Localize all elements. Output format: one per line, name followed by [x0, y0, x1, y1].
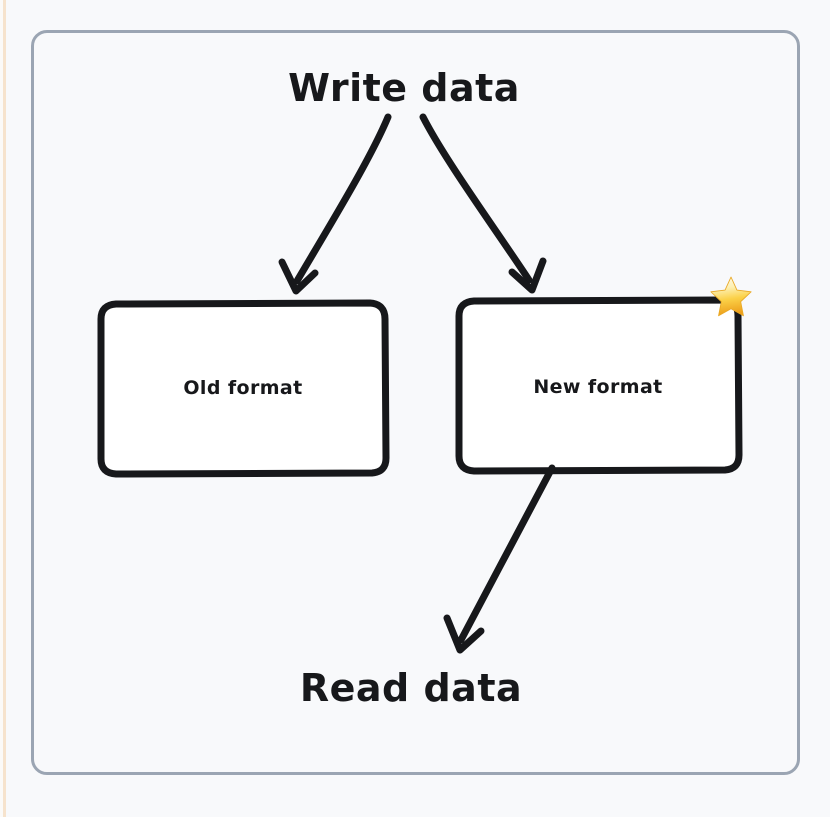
canvas-edge-strip [3, 0, 6, 817]
read-data-title: Read data [299, 666, 523, 710]
star-icon-shape [710, 276, 752, 317]
node-old-format-label: Old format [183, 377, 303, 399]
star-icon[interactable] [708, 274, 754, 320]
node-new-format-label: New format [533, 376, 663, 398]
diagram-outer-frame [31, 30, 800, 775]
write-data-title: Write data [288, 66, 520, 110]
canvas-edge-strip-outer [0, 0, 3, 817]
